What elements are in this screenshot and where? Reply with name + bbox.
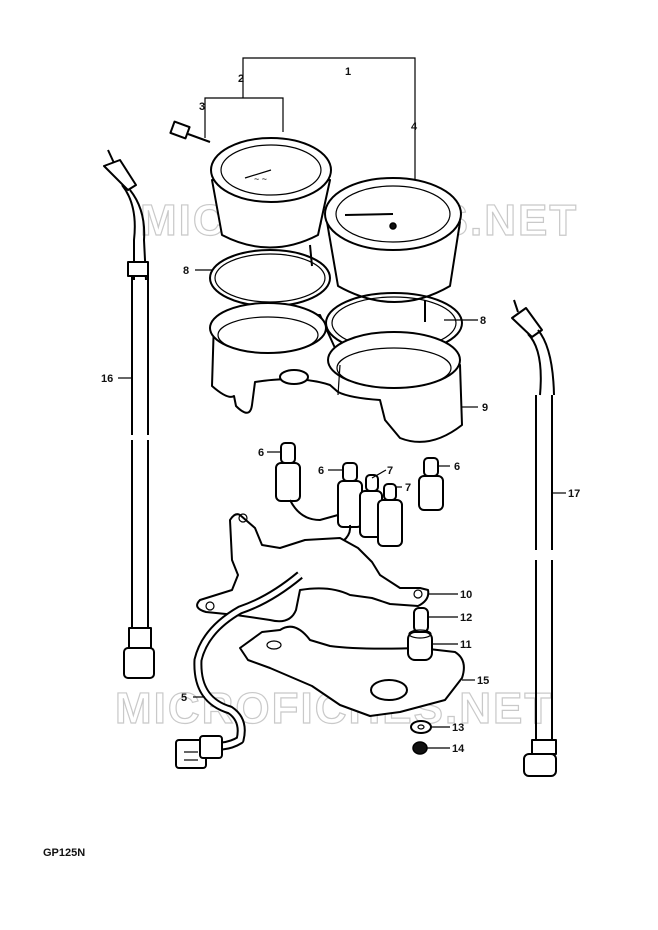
- svg-text:~ ~: ~ ~: [254, 174, 267, 184]
- bulb-socket-part-7-a: [359, 474, 383, 538]
- bolt-part-3: [169, 120, 211, 143]
- nut-part-14: [412, 741, 428, 755]
- gasket-part-8-left: [209, 249, 331, 307]
- leader-lines: [118, 269, 566, 749]
- bulb-socket-part-6-right: [418, 457, 444, 511]
- callout-3: 3: [199, 101, 205, 113]
- callout-8-left: 8: [183, 265, 189, 277]
- bracket-lines: [204, 57, 416, 180]
- callout-4: 4: [411, 121, 418, 133]
- model-code-label: GP125N: [43, 847, 85, 859]
- grommet-part-11: [407, 629, 433, 661]
- tachometer-part-4: [324, 177, 462, 322]
- wiring-harness-part-5: [175, 571, 303, 769]
- meter-case-part-9: [209, 302, 463, 443]
- callout-13: 13: [452, 722, 464, 734]
- bulb-socket-part-7-b: [377, 483, 403, 547]
- callout-12: 12: [460, 612, 472, 624]
- callout-7-lower: 7: [405, 482, 411, 494]
- callout-14: 14: [452, 743, 465, 755]
- callout-15: 15: [477, 675, 489, 687]
- speedometer-part-2: ~ ~: [210, 137, 332, 267]
- callout-7-upper: 7: [387, 465, 393, 477]
- callout-6-right: 6: [454, 461, 460, 473]
- callout-1: 1: [345, 66, 351, 78]
- callout-11: 11: [460, 639, 472, 651]
- tachometer-cable-part-17: [511, 299, 557, 777]
- speedometer-cable-part-16: [103, 149, 155, 679]
- callout-9: 9: [482, 402, 488, 414]
- callout-8-right: 8: [480, 315, 486, 327]
- callout-5: 5: [181, 692, 187, 704]
- callout-2: 2: [238, 73, 244, 85]
- callout-10: 10: [460, 589, 472, 601]
- callout-6-center: 6: [318, 465, 324, 477]
- spacer-part-12: [413, 607, 429, 633]
- callout-16: 16: [101, 373, 113, 385]
- washer-part-13: [410, 720, 432, 734]
- callout-17: 17: [568, 488, 580, 500]
- bracket-plate-part-10: [196, 513, 430, 623]
- bulb-socket-part-6-center: [337, 462, 363, 528]
- callout-6-left: 6: [258, 447, 264, 459]
- bulb-socket-part-6-left: [275, 442, 301, 502]
